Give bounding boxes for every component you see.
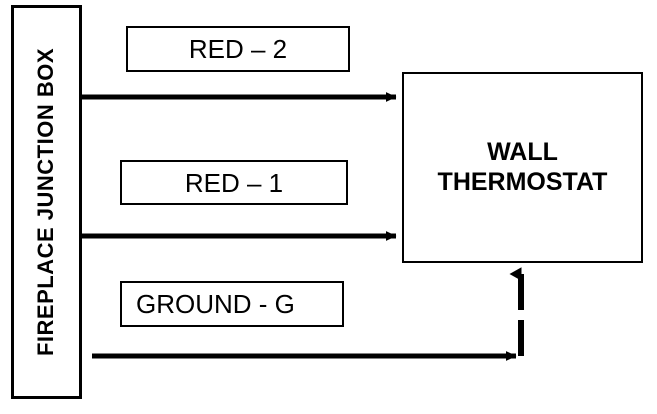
wire-label-red-2: RED – 2 [126,26,350,72]
wall-thermostat-box: WALL THERMOSTAT [402,72,643,263]
fireplace-junction-box-label: FIREPLACE JUNCTION BOX [33,47,59,357]
fireplace-junction-box: FIREPLACE JUNCTION BOX [11,5,82,399]
wall-thermostat-label-line2: THERMOSTAT [437,167,608,196]
wire-label-red-1: RED – 1 [120,160,348,205]
wire-label-ground-g: GROUND - G [120,281,344,327]
wire-label-ground-g-text: GROUND - G [136,289,295,319]
wall-thermostat-label-line1: WALL [487,138,558,166]
wire-label-red-1-text: RED – 1 [184,167,284,198]
wire-label-red-2-text: RED – 2 [188,34,288,64]
